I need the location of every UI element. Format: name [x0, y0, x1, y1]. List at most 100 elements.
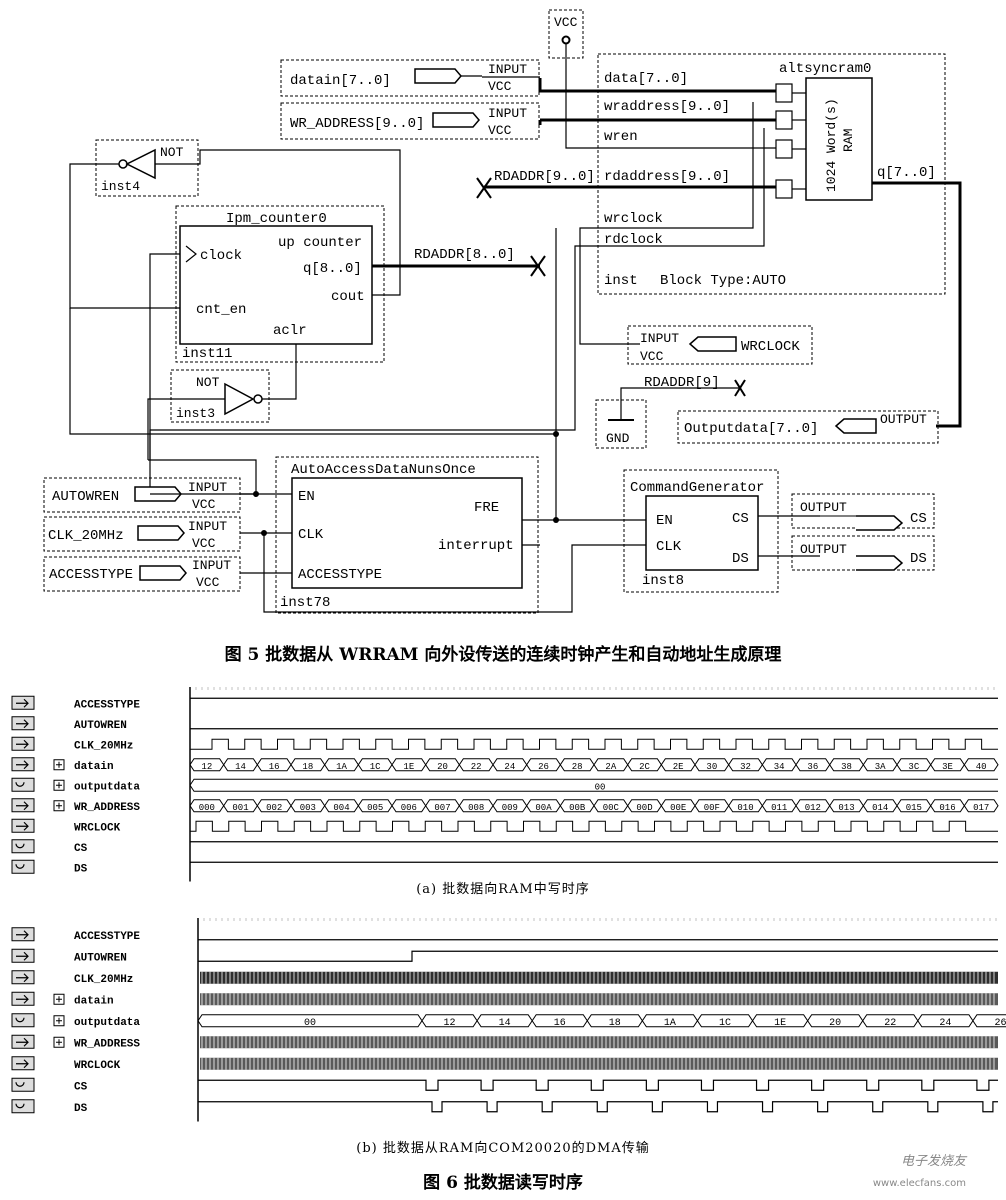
bus-outputdata-value: 00 — [595, 782, 606, 792]
bus-outputdata-value: 16 — [554, 1018, 566, 1029]
bus-datain-value: 3A — [875, 762, 886, 772]
bus-datain-value: 12 — [201, 762, 212, 772]
signal-io-glyph — [15, 843, 25, 849]
rdaddr-9-label: RDADDR[9] — [644, 375, 720, 391]
bus-datain-value: 16 — [269, 762, 280, 772]
signal-io-glyph — [16, 951, 29, 961]
bus-datain-value: 14 — [235, 762, 246, 772]
bus-datain-value: 24 — [504, 762, 515, 772]
bus-datain-seg — [963, 758, 999, 772]
wave-dense-3 — [200, 993, 998, 1006]
bus-outputdata-value: 26 — [994, 1018, 1006, 1029]
bus-datain-value: 20 — [437, 762, 448, 772]
bus-wraddress-value: 006 — [401, 803, 417, 813]
bus-datain-value: 30 — [706, 762, 717, 772]
signal-name: DS — [74, 1103, 88, 1115]
signal-name: WR_ADDRESS — [74, 1038, 140, 1050]
bus-outputdata-value: 22 — [884, 1018, 896, 1029]
watermark-brand: 电子发烧友 — [900, 1154, 966, 1169]
expand-glyph — [56, 802, 62, 809]
signal-io-glyph — [16, 821, 29, 831]
bus-outputdata-value: 18 — [609, 1018, 621, 1029]
wave-dense-6 — [200, 1057, 998, 1070]
not2-label: NOT — [196, 375, 220, 390]
gnd-label: GND — [606, 431, 630, 446]
bus-datain-value: 36 — [807, 762, 818, 772]
bus-datain-value: 1E — [403, 762, 414, 772]
bus-wraddress-value: 005 — [367, 803, 383, 813]
bus-outputdata-value: 00 — [304, 1018, 316, 1029]
counter-up: up counter — [278, 235, 362, 251]
bus-datain-value: 22 — [471, 762, 482, 772]
wave-dense-5 — [200, 1036, 998, 1049]
bus-wraddress-value: 000 — [199, 803, 215, 813]
wraddr-vcc-word: VCC — [488, 123, 512, 138]
counter-aclr: aclr — [273, 323, 307, 339]
bus-wraddress-value: 007 — [434, 803, 450, 813]
not1-inst: inst4 — [101, 179, 140, 194]
signal-name: ACCESSTYPE — [74, 931, 140, 943]
bus-wraddress-value: 010 — [737, 803, 753, 813]
bus-outputdata-value: 1E — [774, 1018, 786, 1029]
bus-datain-value: 2A — [605, 762, 616, 772]
rdaddr-9-0-label: RDADDR[9..0] — [494, 169, 595, 185]
bus-wraddress-value: 012 — [805, 803, 821, 813]
bus-datain-value: 28 — [572, 762, 583, 772]
bus-wraddress-value: 016 — [939, 803, 955, 813]
autowren-vcc-word: VCC — [192, 497, 216, 512]
bus-wraddress-value: 015 — [906, 803, 922, 813]
signal-name: outputdata — [74, 781, 140, 793]
wrclock-vcc-word: VCC — [640, 349, 664, 364]
signal-io-glyph — [15, 1017, 25, 1023]
counter-clock: clock — [200, 248, 242, 264]
bus-datain-value: 32 — [740, 762, 751, 772]
clk-vcc-word: VCC — [192, 536, 216, 551]
autowren-input-word: INPUT — [188, 480, 227, 495]
cmd-title: CommandGenerator — [630, 480, 764, 496]
clk-input-word: INPUT — [188, 519, 227, 534]
bus-outputdata-value: 1C — [719, 1018, 731, 1029]
signal-name: datain — [74, 995, 114, 1007]
bus-datain-value: 18 — [302, 762, 313, 772]
bus-outputdata-seg — [972, 1014, 1006, 1028]
signal-name: WR_ADDRESS — [74, 802, 140, 814]
auto-title: AutoAccessDataNunsOnce — [291, 462, 476, 478]
bus-wraddress-value: 00D — [636, 803, 652, 813]
wave-wrclock — [190, 820, 998, 832]
signal-name: CS — [74, 843, 88, 855]
signal-name: ACCESSTYPE — [74, 699, 140, 711]
ram-port-q: q[7..0] — [877, 165, 936, 181]
bus-outputdata-value: 12 — [444, 1018, 456, 1029]
bus-wraddress-value: 00B — [569, 803, 586, 813]
bus-wraddress-value: 00C — [603, 803, 620, 813]
wraddr-input-word: INPUT — [488, 106, 527, 121]
bus-datain-value: 1A — [336, 762, 347, 772]
accesstype-vcc-word: VCC — [196, 575, 220, 590]
signal-io-glyph — [16, 1059, 29, 1069]
pin-ds: DS — [910, 551, 927, 567]
fig6b-waveform: ACCESSTYPEAUTOWRENCLK_20MHzdatainoutputd… — [11, 918, 1006, 1122]
not2-inst: inst3 — [176, 406, 215, 421]
ram-port-wraddress: wraddress[9..0] — [604, 99, 730, 115]
expand-glyph — [56, 782, 62, 789]
fig6b-caption: (b) 批数据从RAM向COM20020的DMA传输 — [356, 1141, 650, 1156]
bus-datain-value: 3C — [908, 762, 919, 772]
expand-glyph — [56, 1017, 62, 1024]
bus-datain-value: 34 — [774, 762, 785, 772]
bus-datain-value: 2C — [639, 762, 650, 772]
signal-name: AUTOWREN — [74, 952, 127, 964]
bus-wraddress-value: 00E — [670, 803, 686, 813]
fig6a-caption: (a) 批数据向RAM中写时序 — [416, 882, 590, 897]
outputdata-output-word: OUTPUT — [880, 412, 927, 427]
rdaddr-8-0-label: RDADDR[8..0] — [414, 247, 515, 263]
bus-outputdata — [189, 778, 998, 792]
bus-wraddress-value: 008 — [468, 803, 484, 813]
counter-cnten: cnt_en — [196, 302, 246, 318]
signal-name: CLK_20MHz — [74, 974, 133, 986]
signal-io-glyph — [16, 698, 29, 708]
wave-cs — [198, 1079, 998, 1091]
signal-io-glyph — [16, 801, 29, 811]
cs-output-word: OUTPUT — [800, 500, 847, 515]
bus-datain-value: 38 — [841, 762, 852, 772]
ds-output-word: OUTPUT — [800, 542, 847, 557]
